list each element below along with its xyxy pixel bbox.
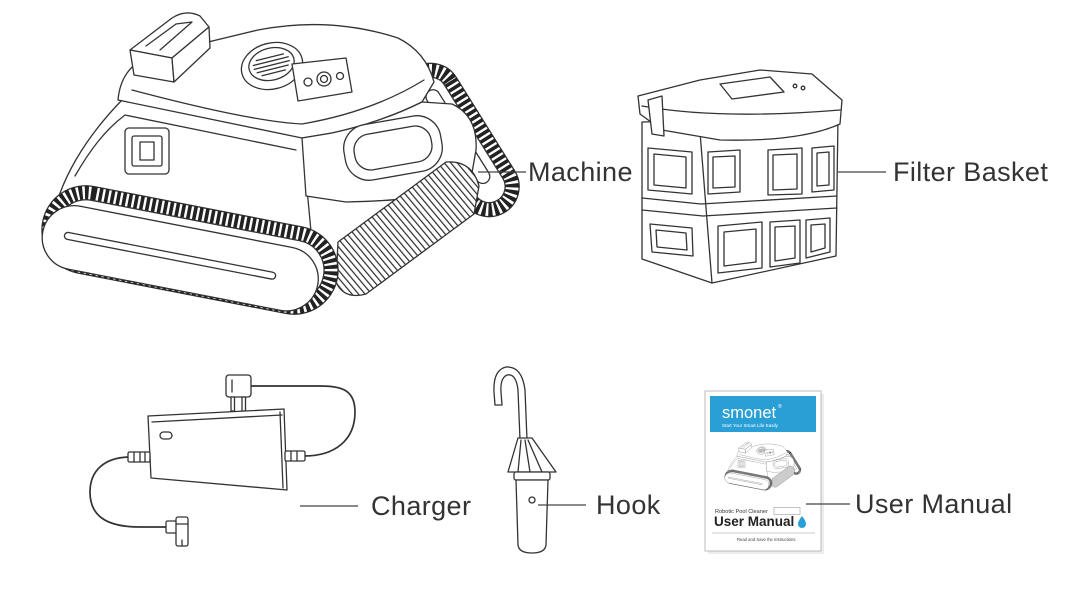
manual-tagline: Start Your Smart Life Easily: [722, 423, 779, 428]
hook-rod: [500, 374, 521, 441]
hook-label: Hook: [596, 490, 661, 520]
charger-label: Charger: [371, 491, 472, 521]
machine-label: Machine: [528, 157, 633, 187]
track-side-plate: [41, 205, 319, 312]
basket-lid-clip: [647, 95, 665, 137]
manual-footer-note: Read and Save the Instructions: [737, 537, 795, 542]
manual-brand-mark: ®: [778, 403, 782, 410]
wall-plug: [225, 374, 252, 412]
left-track: [41, 185, 339, 315]
hook-ribs: [507, 437, 557, 473]
hook-pin-hole-icon: [528, 496, 536, 504]
body-side-seam: [74, 114, 297, 177]
brush-roller: [335, 161, 480, 297]
manual-cover-title: User Manual: [714, 514, 794, 529]
manual-subtitle: Robotic Pool Cleaner: [715, 509, 768, 515]
status-light-icon: [303, 77, 313, 87]
strain-relief-right: [284, 450, 306, 462]
charger-box: [147, 408, 288, 491]
basket-lid-handle: [719, 76, 785, 100]
basket-corner-edge: [699, 131, 713, 284]
side-latch: [124, 127, 170, 175]
track-plate-groove: [63, 231, 277, 280]
water-drop-icon: [798, 516, 806, 528]
basket-windows-lower: [649, 217, 831, 274]
hook-handle: [515, 479, 549, 554]
indicator-led-icon: [159, 431, 173, 440]
basket-middle-band: [641, 195, 838, 205]
button-panel: [291, 57, 353, 102]
charger-illustration: [89, 374, 356, 547]
manual-model-badge: [773, 507, 801, 515]
machine-illustration: [41, 12, 520, 315]
top-cover-seam: [131, 79, 425, 125]
user-manual-label: User Manual: [855, 489, 1013, 519]
dc-connector: [165, 516, 189, 547]
hook-illustration: [493, 366, 557, 554]
mode-light-icon: [335, 71, 345, 81]
user-manual-illustration: smonet ® Start Your Smart Life Easily Ro…: [704, 390, 824, 554]
strain-relief-left: [127, 451, 151, 463]
filter-basket-illustration: [637, 69, 843, 284]
filter-basket-label: Filter Basket: [893, 157, 1049, 187]
hook-collar: [513, 471, 551, 481]
front-handle-window: [343, 115, 443, 181]
top-cap: [240, 41, 304, 91]
basket-windows-upper: [647, 145, 835, 196]
manual-header-band: [710, 396, 816, 432]
basket-lid: [637, 69, 843, 141]
top-handle: [129, 12, 211, 83]
manual-brand-logo: smonet: [722, 404, 777, 422]
charger-ac-cable: [249, 385, 356, 457]
charger-dc-cable: [89, 456, 169, 528]
